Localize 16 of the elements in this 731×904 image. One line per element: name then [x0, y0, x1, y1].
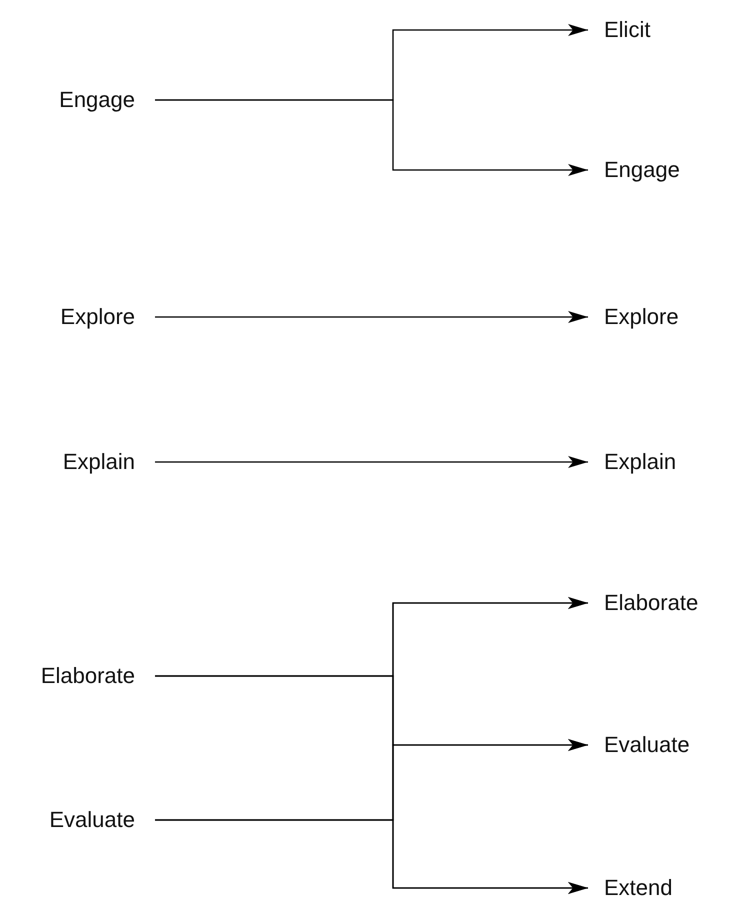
stage-label: Explain	[588, 447, 676, 477]
stage-label: Extend	[588, 873, 672, 903]
arrow	[155, 99, 588, 176]
stage-label: Elaborate	[588, 588, 698, 618]
stage-label: Engage	[59, 85, 155, 115]
stage-label: Explore	[588, 302, 679, 332]
arrow	[155, 456, 588, 468]
stage-label: Explain	[62, 447, 155, 477]
stage-label: Engage	[588, 155, 680, 185]
stage-label: Elicit	[588, 15, 650, 45]
stage-label: Elaborate	[40, 661, 155, 691]
stage-label: Evaluate	[49, 805, 155, 835]
stage-label: Evaluate	[588, 730, 690, 760]
arrow	[155, 819, 588, 894]
arrow	[155, 311, 588, 323]
stage-label: Explore	[60, 302, 155, 332]
